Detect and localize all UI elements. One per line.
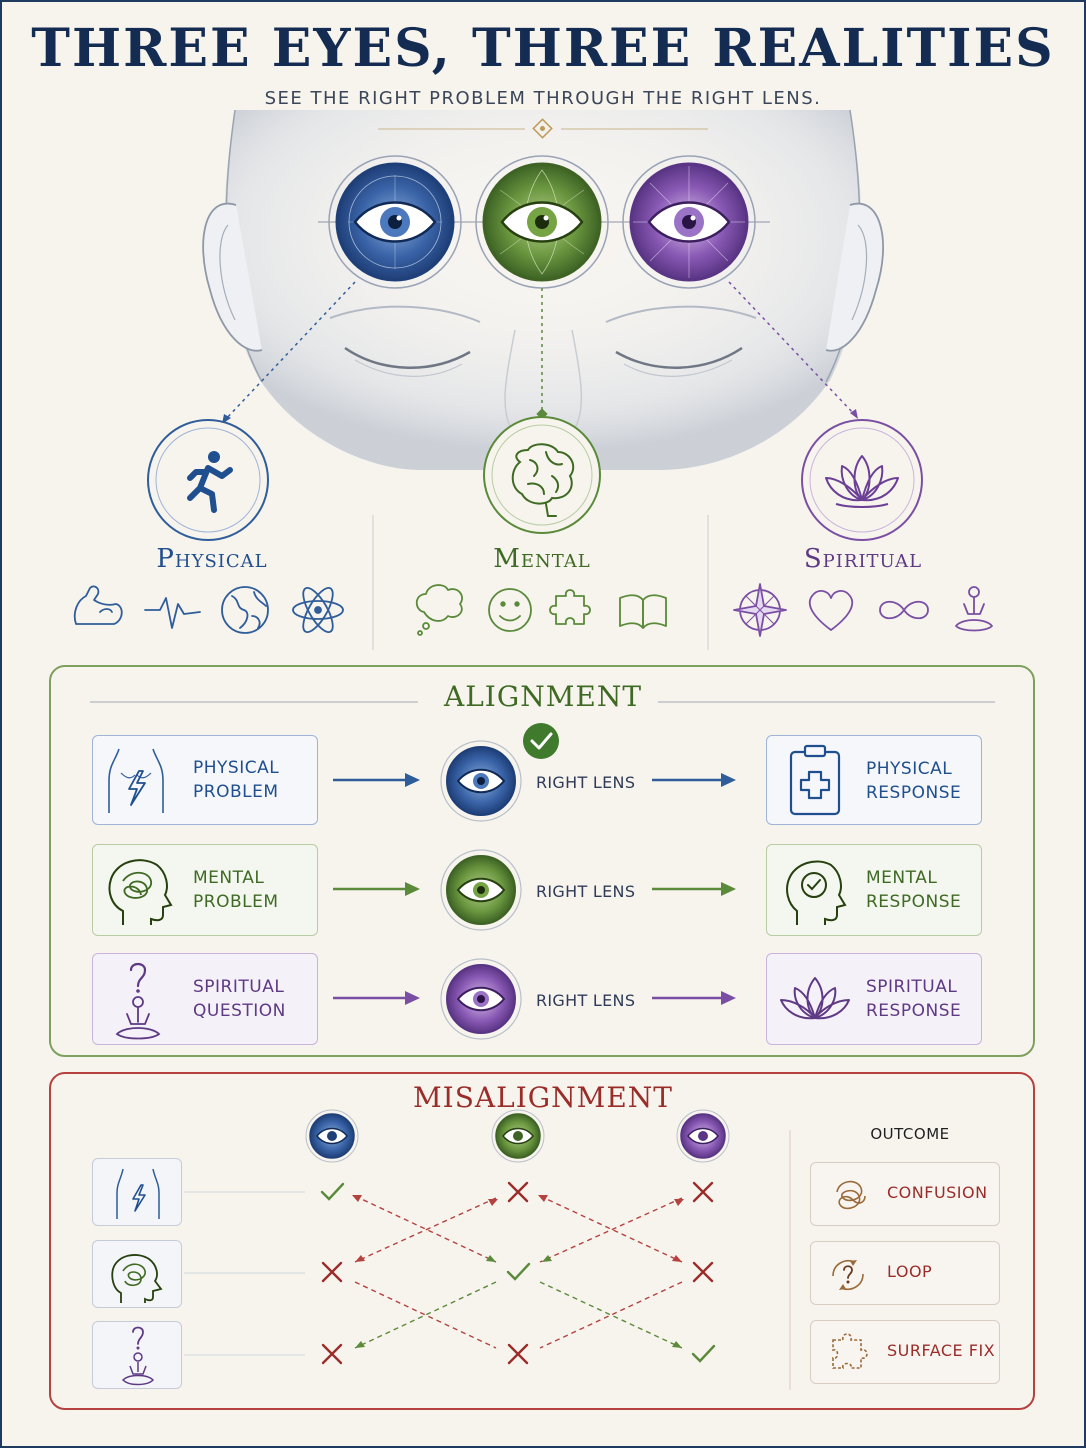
- check-mark-icon: [320, 1182, 345, 1201]
- mental-eye-icon: [475, 155, 609, 289]
- mental-response-line1: MENTAL: [866, 868, 938, 888]
- outcome-surface-fix-box: SURFACE FIX: [810, 1320, 1000, 1384]
- outcome-surface-fix-label: SURFACE FIX: [887, 1341, 996, 1360]
- puzzle-icon: [549, 589, 591, 625]
- spiritual-question-line1: SPIRITUAL: [193, 977, 285, 997]
- mental-category-badge: [483, 416, 601, 534]
- diamond-ornament-icon: [532, 118, 553, 139]
- face-illustration: [73, 109, 993, 650]
- spiritual-response-box: SPIRITUAL RESPONSE: [766, 953, 982, 1045]
- mental-response-box: MENTAL RESPONSE: [766, 844, 982, 936]
- mental-problem-box: MENTAL PROBLEM: [92, 844, 318, 936]
- alignment-title: ALIGNMENT: [443, 680, 643, 713]
- physical-response-line1: PHYSICAL: [866, 759, 953, 779]
- mental-problem-line2: PROBLEM: [193, 892, 279, 912]
- cross-mark-icon: [507, 1181, 529, 1203]
- mis-eye-mental-icon: [491, 1109, 545, 1163]
- smiley-icon: [488, 588, 532, 632]
- spiritual-question-line2: QUESTION: [193, 1001, 286, 1021]
- spiritual-label: Spiritual: [803, 544, 923, 574]
- physical-response-line2: RESPONSE: [866, 783, 962, 803]
- physical-problem-box: PHYSICAL PROBLEM: [92, 735, 318, 825]
- running-person-icon: [187, 451, 233, 513]
- mis-physical-box: [92, 1158, 182, 1226]
- infinity-icon: [879, 600, 929, 620]
- spiritual-category-badge: [801, 419, 923, 541]
- lotus-response-icon: [780, 977, 850, 1020]
- mis-eye-spiritual-icon: [676, 1109, 730, 1163]
- outcome-loop-label: LOOP: [887, 1262, 933, 1281]
- mental-label: Mental: [493, 544, 591, 574]
- outcome-confusion-box: CONFUSION: [810, 1162, 1000, 1226]
- torso-lightning-small-icon: [116, 1168, 160, 1219]
- head-check-icon: [786, 860, 847, 925]
- physical-problem-line1: PHYSICAL: [193, 758, 280, 778]
- mis-spiritual-box: [92, 1321, 182, 1389]
- loop-question-icon: [832, 1260, 864, 1290]
- physical-eye-icon: [328, 155, 462, 289]
- question-meditation-icon: [115, 962, 161, 1040]
- brain-icon: [511, 443, 575, 517]
- open-book-icon: [619, 594, 667, 629]
- cross-mark-icon: [321, 1261, 343, 1283]
- cross-mark-icon: [692, 1181, 714, 1203]
- heart-icon: [808, 590, 854, 631]
- physical-label: Physical: [156, 544, 268, 574]
- mental-response-line2: RESPONSE: [866, 892, 962, 912]
- lens-eye-spiritual-icon: [440, 958, 522, 1040]
- physical-category-badge: [147, 419, 269, 541]
- page-subtitle: SEE THE RIGHT PROBLEM THROUGH THE RIGHT …: [264, 88, 822, 109]
- mental-lens-label: RIGHT LENS: [536, 882, 636, 901]
- tangled-head-small-icon: [111, 1254, 163, 1303]
- heartbeat-icon: [144, 597, 201, 629]
- globe-icon: [221, 586, 269, 634]
- cross-mark-icon: [692, 1261, 714, 1283]
- mental-problem-line1: MENTAL: [193, 868, 265, 888]
- question-meditation-small-icon: [121, 1326, 155, 1386]
- lotus-icon: [825, 455, 899, 508]
- cross-mark-icon: [507, 1343, 529, 1365]
- physical-response-box: PHYSICAL RESPONSE: [766, 735, 982, 825]
- spiritual-lens-label: RIGHT LENS: [536, 991, 636, 1010]
- cross-mark-icon: [321, 1343, 343, 1365]
- flexed-arm-icon: [73, 585, 123, 625]
- tangle-icon: [836, 1180, 866, 1210]
- spiritual-response-line2: RESPONSE: [866, 1001, 962, 1021]
- page-title: THREE EYES, THREE REALITIES: [31, 18, 1055, 79]
- meditation-icon: [955, 586, 993, 632]
- lens-eye-mental-icon: [440, 849, 522, 931]
- physical-problem-line2: PROBLEM: [193, 782, 279, 802]
- torso-lightning-icon: [108, 748, 164, 813]
- mis-mental-box: [92, 1240, 182, 1308]
- misalignment-panel: [49, 1072, 1035, 1410]
- puzzle-piece-icon: [832, 1333, 868, 1369]
- alignment-panel: [49, 665, 1035, 1057]
- spiritual-question-box: SPIRITUAL QUESTION: [92, 953, 318, 1045]
- thought-bubble-icon: [415, 584, 463, 636]
- atom-icon: [292, 586, 344, 634]
- clipboard-cross-icon: [789, 744, 841, 816]
- outcome-loop-box: LOOP: [810, 1241, 1000, 1305]
- misalignment-title: MISALIGNMENT: [413, 1081, 673, 1114]
- spiritual-eye-icon: [622, 155, 756, 289]
- outcome-header: OUTCOME: [870, 1125, 950, 1143]
- mis-eye-physical-icon: [305, 1109, 359, 1163]
- physical-lens-label: RIGHT LENS: [536, 773, 636, 792]
- check-mark-icon: [506, 1262, 531, 1281]
- check-mark-icon: [691, 1344, 716, 1363]
- compass-star-icon: [733, 583, 787, 637]
- tangled-head-icon: [108, 859, 173, 925]
- spiritual-response-line1: SPIRITUAL: [866, 977, 958, 997]
- check-badge-icon: [523, 723, 559, 759]
- outcome-confusion-label: CONFUSION: [887, 1183, 988, 1202]
